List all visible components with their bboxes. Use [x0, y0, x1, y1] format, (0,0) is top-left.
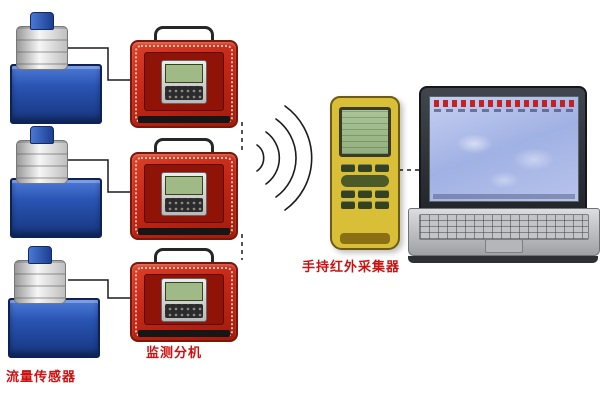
flowmeter [14, 246, 66, 304]
sensor-tank [10, 64, 102, 124]
instrument [161, 59, 207, 104]
label-flow-sensor: 流量传感器 [6, 369, 77, 384]
box-inner-panel [144, 164, 224, 223]
handle-icon [154, 26, 214, 41]
handle-icon [154, 248, 214, 263]
keypad [165, 197, 203, 212]
sensor-tank [8, 298, 100, 358]
flowmeter-cap [28, 246, 52, 264]
box-shell [130, 40, 238, 128]
key [358, 164, 372, 172]
box-inner-panel [144, 52, 224, 111]
key [358, 201, 372, 209]
box-inner-panel [144, 274, 224, 325]
key [341, 201, 355, 209]
key [375, 201, 389, 209]
box-base [138, 330, 230, 337]
flow-sensor-3 [8, 246, 104, 358]
nav-key [341, 175, 389, 187]
flowmeter-body [14, 260, 66, 304]
flow-sensor-2 [10, 126, 106, 238]
flow-sensor-1 [10, 12, 106, 124]
flowmeter-body [16, 140, 68, 184]
handheld-lcd [339, 107, 391, 157]
flowmeter-cap [30, 12, 54, 30]
flowmeter [16, 126, 68, 184]
trackpad [485, 239, 523, 253]
handheld-base [340, 233, 390, 244]
box-shell [130, 152, 238, 240]
handheld-keypad [341, 164, 389, 209]
key [341, 190, 355, 198]
laptop-front-edge [408, 256, 598, 263]
wireless-signal-arcs [256, 105, 313, 211]
instrument [161, 171, 207, 216]
handheld-collector [330, 96, 400, 250]
key [358, 190, 372, 198]
software-title-bar [434, 100, 574, 107]
laptop-display [429, 96, 579, 202]
flowmeter [16, 12, 68, 70]
sensor-tank [10, 178, 102, 238]
key [375, 190, 389, 198]
software-menu-bar [434, 109, 574, 112]
flowmeter-body [16, 26, 68, 70]
laptop-screen-bezel [419, 86, 587, 210]
key [341, 164, 355, 172]
monitor-unit-2 [130, 138, 238, 240]
label-monitor-unit: 监测分机 [146, 345, 203, 360]
label-handheld-collector: 手持红外采集器 [302, 259, 401, 274]
lcd-screen [165, 175, 203, 195]
box-base [138, 228, 230, 235]
instrument [161, 277, 207, 322]
handle-icon [154, 138, 214, 153]
keyboard-keys [419, 214, 589, 240]
box-shell [130, 262, 238, 342]
key [375, 164, 389, 172]
software-status-bar [433, 194, 575, 199]
monitor-unit-1 [130, 26, 238, 128]
monitor-unit-3 [130, 248, 238, 342]
lcd-screen [165, 281, 203, 301]
laptop [408, 86, 600, 263]
lcd-screen [165, 63, 203, 83]
keypad [165, 85, 203, 100]
box-base [138, 116, 230, 123]
laptop-keyboard-deck [408, 208, 600, 256]
keypad [165, 303, 203, 318]
flowmeter-cap [30, 126, 54, 144]
